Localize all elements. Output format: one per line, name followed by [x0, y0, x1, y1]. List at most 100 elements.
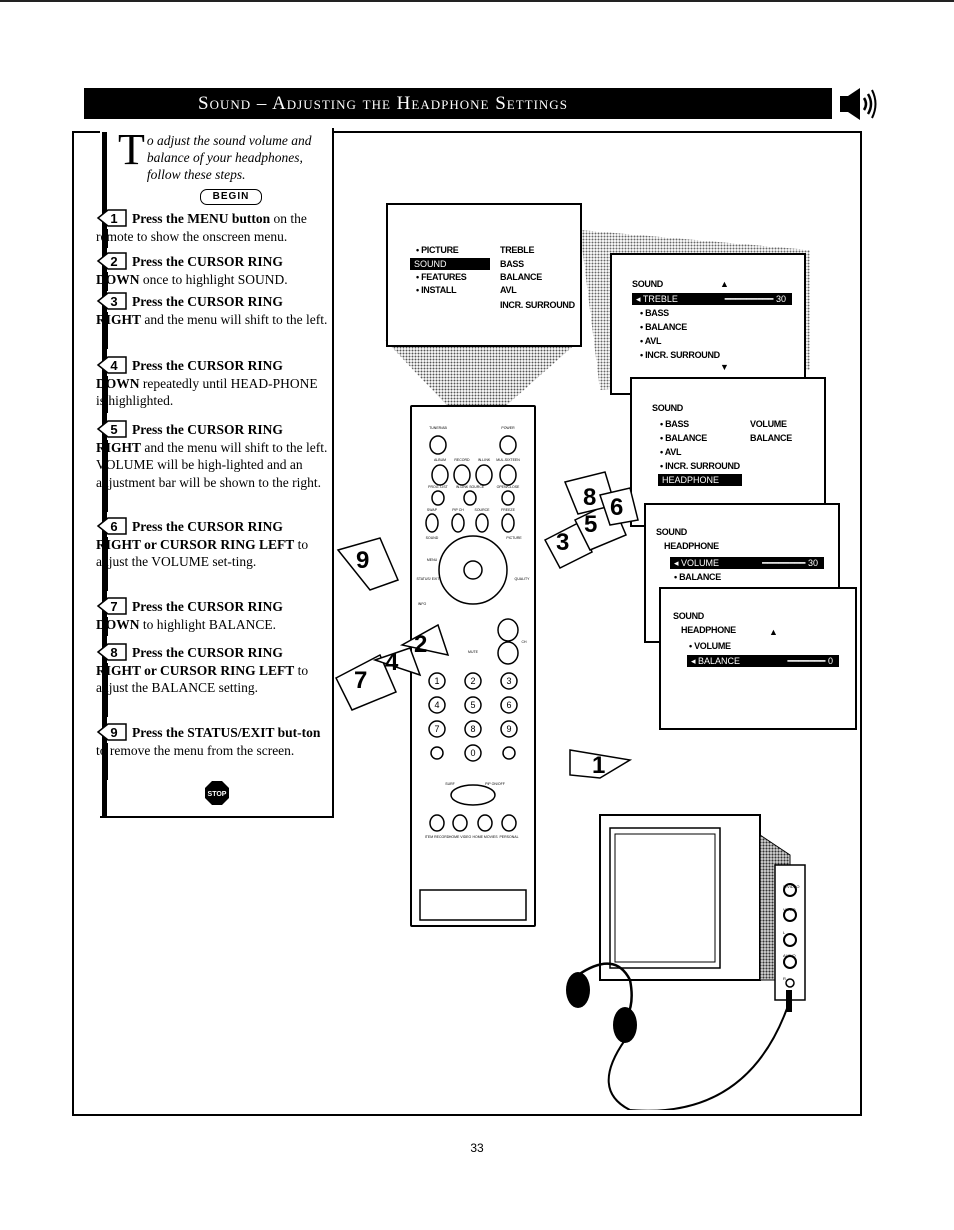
menu-title: SOUND	[673, 611, 705, 621]
submenu-avl: AVL	[500, 285, 517, 295]
step-bar	[104, 376, 108, 413]
remote-label: QUALITY	[515, 577, 531, 581]
remote-label: POWER	[501, 426, 515, 430]
arrow-6-label: 6	[610, 494, 623, 521]
step-description: on the remote to show the onscreen menu.	[96, 211, 307, 244]
remote-label: PERSONAL	[499, 835, 518, 839]
remote-label: HOME MOVIES	[472, 835, 498, 839]
menu-item-features: • FEATURES	[416, 272, 467, 282]
key-7: 7	[434, 724, 439, 734]
step-bar	[104, 312, 108, 349]
page-number: 33	[470, 1141, 484, 1155]
remote-label: MENU	[427, 558, 438, 562]
tv-jack-labels: S-VIDEO VIDEO L AUDIO R	[783, 875, 823, 990]
scroll-up-arrow: ▲	[769, 627, 778, 637]
arrow-2	[399, 623, 450, 657]
remote-label: OPEN/CLOSE	[497, 485, 520, 489]
submenu-volume: VOLUME	[750, 419, 787, 429]
step-number-arrow-icon: 2	[96, 252, 127, 270]
tv-set	[599, 814, 806, 1001]
menu-item: • BALANCE	[674, 572, 721, 582]
arrow-2-label: 2	[414, 631, 427, 658]
key-3: 3	[506, 676, 511, 686]
key-2: 2	[470, 676, 475, 686]
step-description: and the menu will shift to the left. VOL…	[96, 439, 328, 490]
scroll-up-arrow: ▲	[720, 279, 729, 289]
remote-label: CH	[521, 640, 527, 644]
step-bar	[104, 272, 108, 291]
arrow-3	[543, 520, 593, 569]
stop-sign-icon: STOP	[205, 781, 229, 805]
remote-label: MUL-SIXTEEN	[496, 458, 520, 462]
key-9: 9	[506, 724, 511, 734]
arrow-3-label: 3	[556, 529, 569, 556]
page-title: Sound – Adjusting the Headphone Settings	[198, 92, 568, 114]
step-number-arrow-icon: 6	[96, 517, 127, 535]
menu-item: • BALANCE	[660, 433, 707, 443]
menu-subtitle: HEADPHONE	[664, 541, 719, 551]
remote-label: IN-LINK SOURCE	[456, 485, 485, 489]
remote-label: SOUND	[426, 536, 439, 540]
page-title-banner: Sound – Adjusting the Headphone Settings	[84, 88, 832, 119]
balance-adjust-screen: SOUND HEADPHONE ▲ • VOLUME ◂ BALANCE━━━━…	[659, 587, 857, 730]
remote-label: PICTURE	[506, 536, 522, 540]
begin-badge: BEGIN	[200, 189, 262, 205]
step-bar	[104, 617, 108, 636]
jack-label: R	[783, 976, 786, 981]
step-description: to adjust the VOLUME set-ting.	[96, 536, 309, 570]
step-number-arrow-icon: 8	[96, 643, 127, 661]
intro-body: o adjust the sound volume and balance of…	[146, 133, 312, 182]
step-number: 5	[110, 422, 117, 437]
remote-label: SWAP	[427, 508, 438, 512]
arrow-7	[334, 653, 397, 711]
step-1: 1 Press the MENU button on the remote to …	[96, 209, 328, 248]
arrow-5-label: 5	[584, 511, 597, 538]
step-arrows: 9 7 4 2 3 5 8 6 1	[334, 471, 639, 779]
jack-label: L	[783, 930, 786, 935]
menu-item-sound-highlight: SOUND	[410, 258, 490, 270]
speaker-icon	[840, 88, 877, 120]
step-description: and the menu will shift to the left.	[141, 311, 328, 327]
arrow-1-label: 1	[592, 752, 605, 779]
step-number-arrow-icon: 7	[96, 597, 127, 615]
step-instruction: Press the CURSOR RING RIGHT or CURSOR RI…	[96, 519, 295, 552]
content-frame	[72, 131, 862, 1116]
remote-label: RECORD	[454, 458, 470, 462]
step-description: once to highlight SOUND.	[139, 271, 288, 287]
remote-label: HOME VIDEO	[449, 835, 472, 839]
remote-label: ALBUM	[434, 458, 446, 462]
step-number-arrow-icon: 4	[96, 356, 127, 374]
remote-label: INFO	[418, 602, 427, 606]
step-bar	[104, 537, 108, 591]
top-rule	[0, 0, 954, 2]
menu-item: • VOLUME	[689, 641, 731, 651]
step-number: 6	[110, 519, 117, 534]
jack-label: VIDEO	[783, 907, 796, 912]
arrow-1	[569, 749, 633, 779]
step-number: 4	[110, 358, 118, 373]
step-number-arrow-icon: 3	[96, 292, 127, 310]
submenu-balance: BALANCE	[750, 433, 792, 443]
remote-label: MUTE	[468, 650, 479, 654]
balance-highlight: ◂ BALANCE━━━━━━━ 0	[687, 655, 839, 667]
stop-label: STOP	[208, 791, 227, 798]
remote-label: ITEM RECORD	[425, 835, 450, 839]
remote-label: PIP CH	[452, 508, 464, 512]
step-instruction: Press the MENU button	[132, 211, 271, 226]
menu-item-picture: • PICTURE	[416, 245, 459, 255]
jack-label: AUDIO	[783, 953, 796, 958]
menu-item: • AVL	[660, 447, 682, 457]
projection-cone	[385, 340, 580, 435]
scroll-down-arrow: ▼	[720, 362, 729, 372]
step-bar	[104, 743, 108, 780]
key-5: 5	[470, 700, 475, 710]
remote-label: SURF	[445, 782, 455, 786]
steps-panel	[100, 128, 334, 818]
step-number: 1	[110, 211, 117, 226]
